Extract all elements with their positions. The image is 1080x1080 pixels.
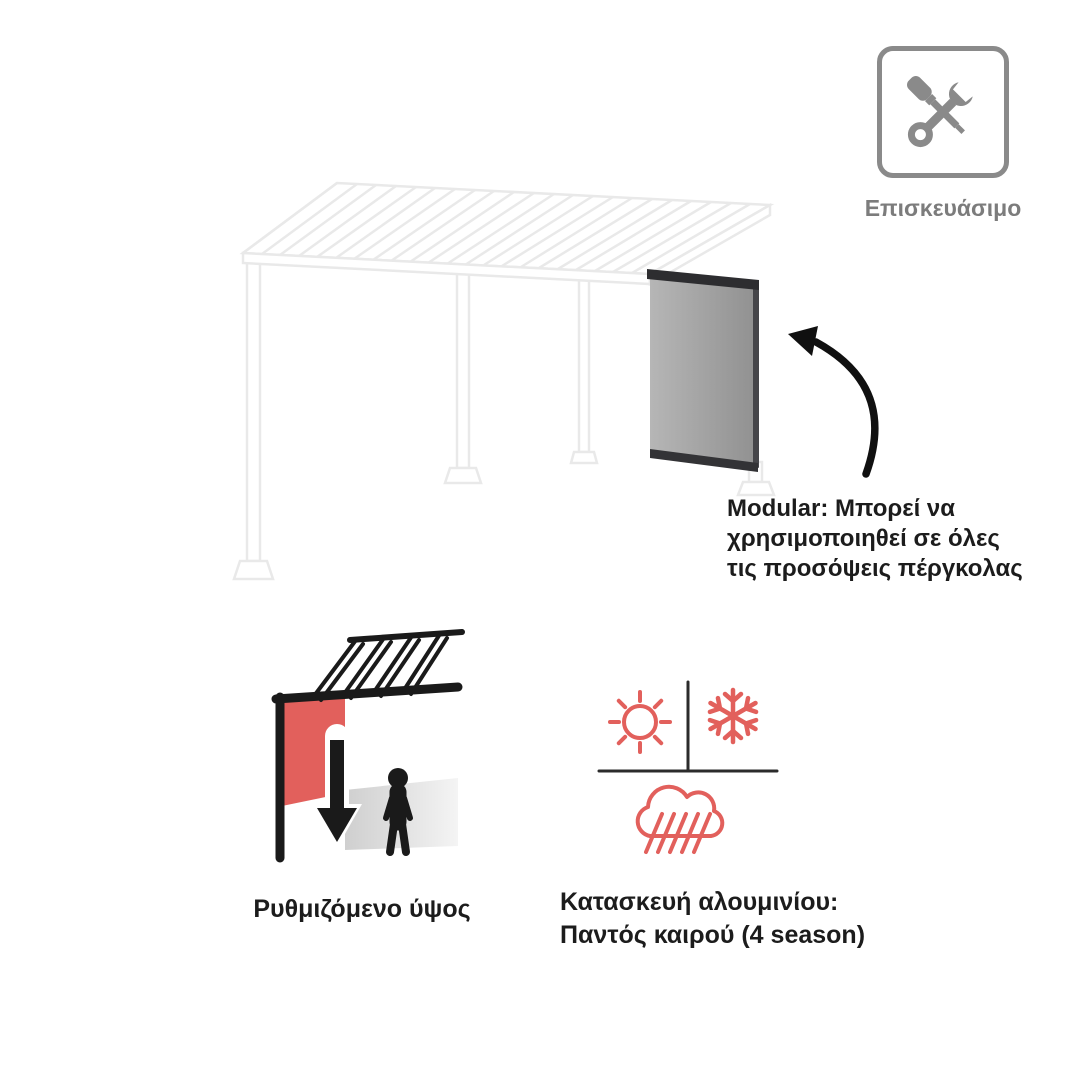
all-weather-label-line-1: Κατασκευή αλουμινίου: [560,888,839,916]
modular-note: Modular: Μπορεί να χρησιμοποιηθεί σε όλε… [727,494,1037,584]
modular-note-line-1: Modular: Μπορεί να [727,495,956,522]
wrench-glyph [907,82,973,148]
rain-cloud-icon [635,784,725,854]
all-weather-label-line-2: Παντός καιρού (4 season) [560,921,866,949]
pergola-roof [239,181,775,287]
person-icon [383,768,413,856]
side-screen [647,269,759,472]
curved-arrow-icon [788,326,879,478]
screwdriver-wrench-icon [907,76,973,148]
sun-icon [608,690,672,754]
modular-note-line-3: τις προσόψεις πέργκολας [727,555,1023,582]
pergola-frame [232,181,776,581]
snowflake-icon [706,690,759,742]
side-screen-right-rail [753,285,759,468]
rain-lines [644,812,712,854]
pergola-post-front-left [232,251,275,581]
pergola-post-back [569,265,599,465]
pergola-corner-frame [271,629,465,863]
side-screen-bottom-bar [650,449,758,472]
side-screen-fabric [650,277,758,467]
roof-slats [312,632,449,702]
sun-snowflake-rain-icon [597,680,779,854]
repairable-label: Επισκευάσιμο [864,195,1022,221]
pergola-louvers [242,181,771,276]
divider-lines [597,680,779,773]
pergola-post-middle [443,263,483,485]
adjustable-height-label: Ρυθμιζόμενο ύψος [253,895,471,923]
all-weather-label: Κατασκευή αλουμινίου: Παντός καιρού (4 s… [560,886,880,952]
side-screen-top-bar [647,269,759,290]
adjustable-height-icon [271,629,465,863]
modular-note-line-2: χρησιμοποιηθεί σε όλες [727,525,1000,552]
repairable-badge [877,46,1009,178]
down-arrow-icon [312,724,362,848]
